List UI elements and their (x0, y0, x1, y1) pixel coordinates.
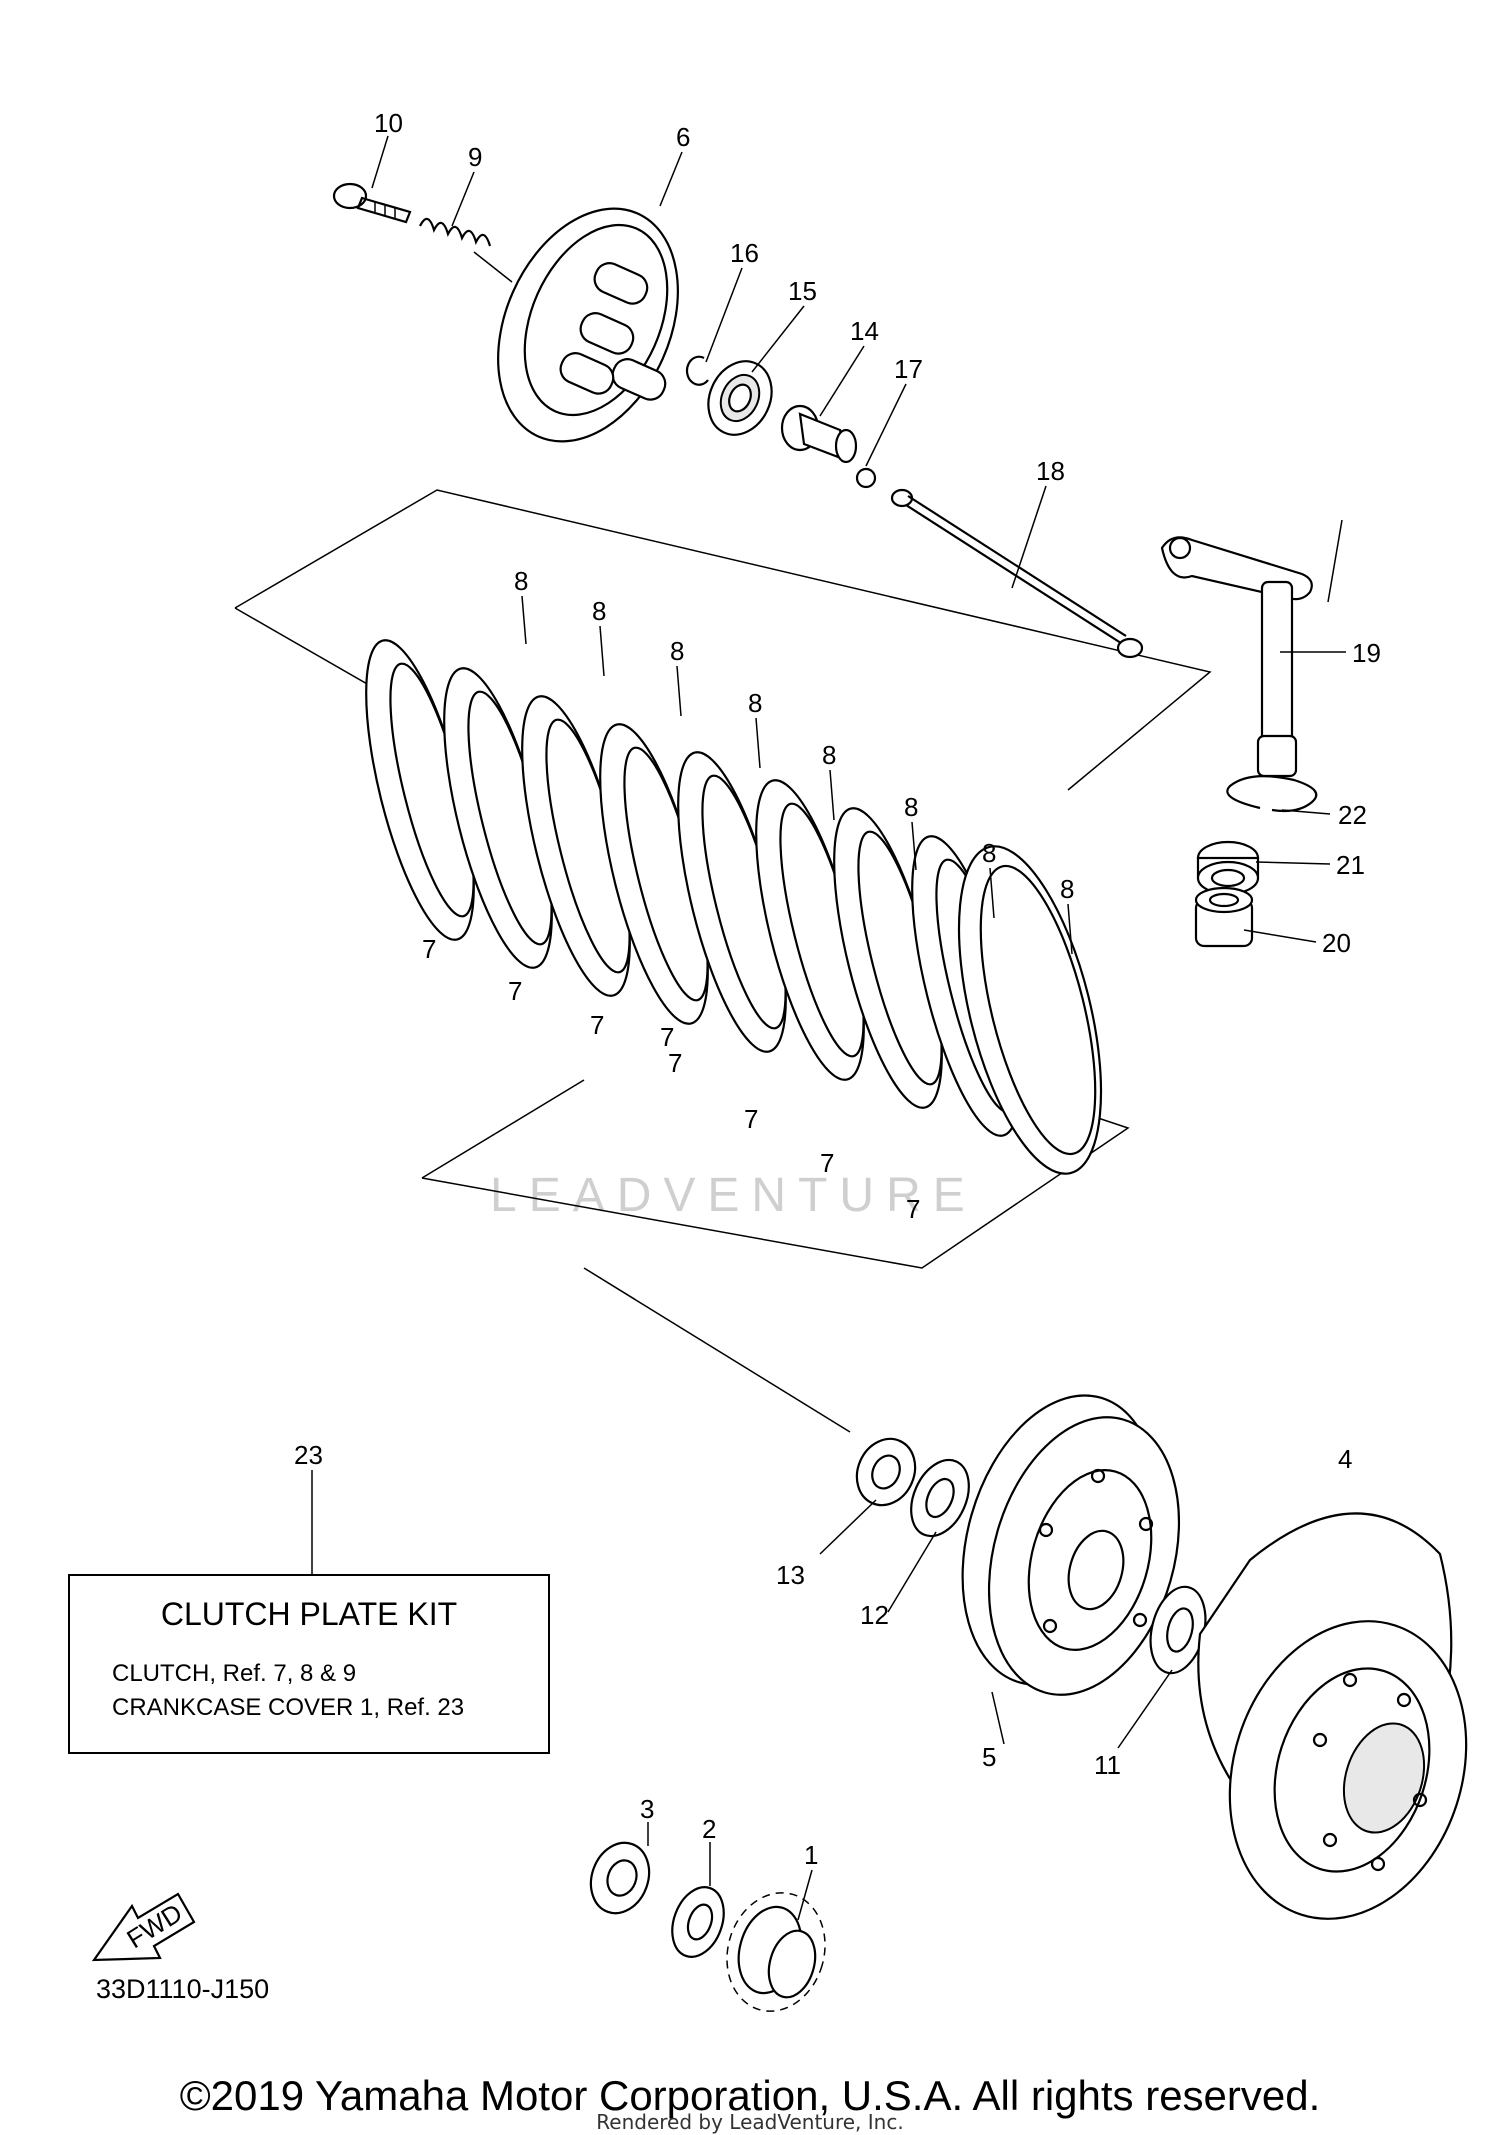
part-15-bearing (707, 360, 773, 436)
callout-15: 15 (788, 276, 817, 306)
callout-14: 14 (850, 316, 879, 346)
callout-10: 10 (374, 108, 403, 138)
callout-8: 8 (748, 688, 762, 718)
callout-17: 17 (894, 354, 923, 384)
callout-1: 1 (804, 1840, 818, 1870)
callout-9: 9 (468, 142, 482, 172)
hub-leader-line (583, 1267, 851, 1433)
part-21-oil-seal (1196, 840, 1260, 896)
callout-8: 8 (1060, 874, 1074, 904)
callout-8: 8 (670, 636, 684, 666)
callout-16: 16 (730, 238, 759, 268)
callout-19: 19 (1352, 638, 1381, 668)
part-6-pressure-plate (497, 207, 679, 443)
callout-5: 5 (982, 1742, 996, 1772)
part-3-seal (589, 1841, 651, 1915)
callout-7: 7 (422, 934, 436, 964)
callout-8: 8 (592, 596, 606, 626)
fwd-arrow-icon: FWD (91, 1892, 196, 1962)
part-17-ball (855, 467, 877, 489)
part-14-push-piece (780, 404, 858, 464)
callout-7: 7 (660, 1022, 674, 1052)
part-22-circlip (1226, 775, 1318, 813)
part-19-lever-shaft (1160, 536, 1313, 778)
part-1-drive-gear (726, 1892, 826, 2012)
callout-18: 18 (1036, 456, 1065, 486)
callout-8: 8 (982, 838, 996, 868)
callout-7: 7 (590, 1010, 604, 1040)
callout-8: 8 (514, 566, 528, 596)
callout-7: 7 (744, 1104, 758, 1134)
callout-12: 12 (860, 1600, 889, 1630)
callout-6: 6 (676, 122, 690, 152)
callout-8: 8 (904, 792, 918, 822)
callout-2: 2 (702, 1814, 716, 1844)
callout-22: 22 (1338, 800, 1367, 830)
callout-4: 4 (1338, 1444, 1352, 1474)
part-11-thrust-washer (1149, 1585, 1207, 1675)
kit-line-crankcase: CRANKCASE COVER 1, Ref. 23 (112, 1694, 465, 1721)
part-9-spring (419, 217, 513, 283)
callout-numbers: 10 9 6 16 15 14 17 18 19 22 21 20 8 8 8 … (294, 108, 1381, 1870)
part-20-bush (1194, 886, 1254, 948)
part-13-nut (855, 1437, 917, 1507)
callout-3: 3 (640, 1794, 654, 1824)
part-2-washer (671, 1886, 725, 1958)
plate-leaders (521, 595, 1073, 955)
plate-group-frame-top (234, 489, 1212, 1269)
callout-7: 7 (508, 976, 522, 1006)
callout-7: 7 (906, 1194, 920, 1224)
callout-23: 23 (294, 1440, 323, 1470)
rendered-by-notice: Rendered by LeadVenture, Inc. (596, 2110, 904, 2134)
kit-title: CLUTCH PLATE KIT (160, 1596, 458, 1632)
callout-leaders (371, 135, 1346, 1921)
kit-line-clutch: CLUTCH, Ref. 7, 8 & 9 (112, 1660, 357, 1687)
part-5-clutch-boss (961, 1394, 1181, 1696)
callout-21: 21 (1336, 850, 1365, 880)
callout-8: 8 (822, 740, 836, 770)
part-4-clutch-housing (1197, 1512, 1468, 1920)
copyright-notice: ©2019 Yamaha Motor Corporation, U.S.A. A… (179, 2072, 1321, 2119)
part-10-bolt (332, 182, 412, 224)
part-18-push-rod (890, 488, 1144, 659)
callout-20: 20 (1322, 928, 1351, 958)
callout-7: 7 (820, 1148, 834, 1178)
callout-13: 13 (776, 1560, 805, 1590)
callout-11: 11 (1094, 1750, 1121, 1780)
part-12-washer (910, 1458, 970, 1538)
diagram-code: 33D1110-J150 (96, 1974, 270, 2004)
clutch-plate-kit-box: CLUTCH PLATE KIT CLUTCH, Ref. 7, 8 & 9 C… (68, 1574, 550, 1754)
watermark: LEADVENTURE (490, 1169, 977, 1222)
clutch-plate-stack (365, 639, 1103, 1175)
part-16-circlip (685, 355, 709, 386)
callout-7: 7 (668, 1048, 682, 1078)
